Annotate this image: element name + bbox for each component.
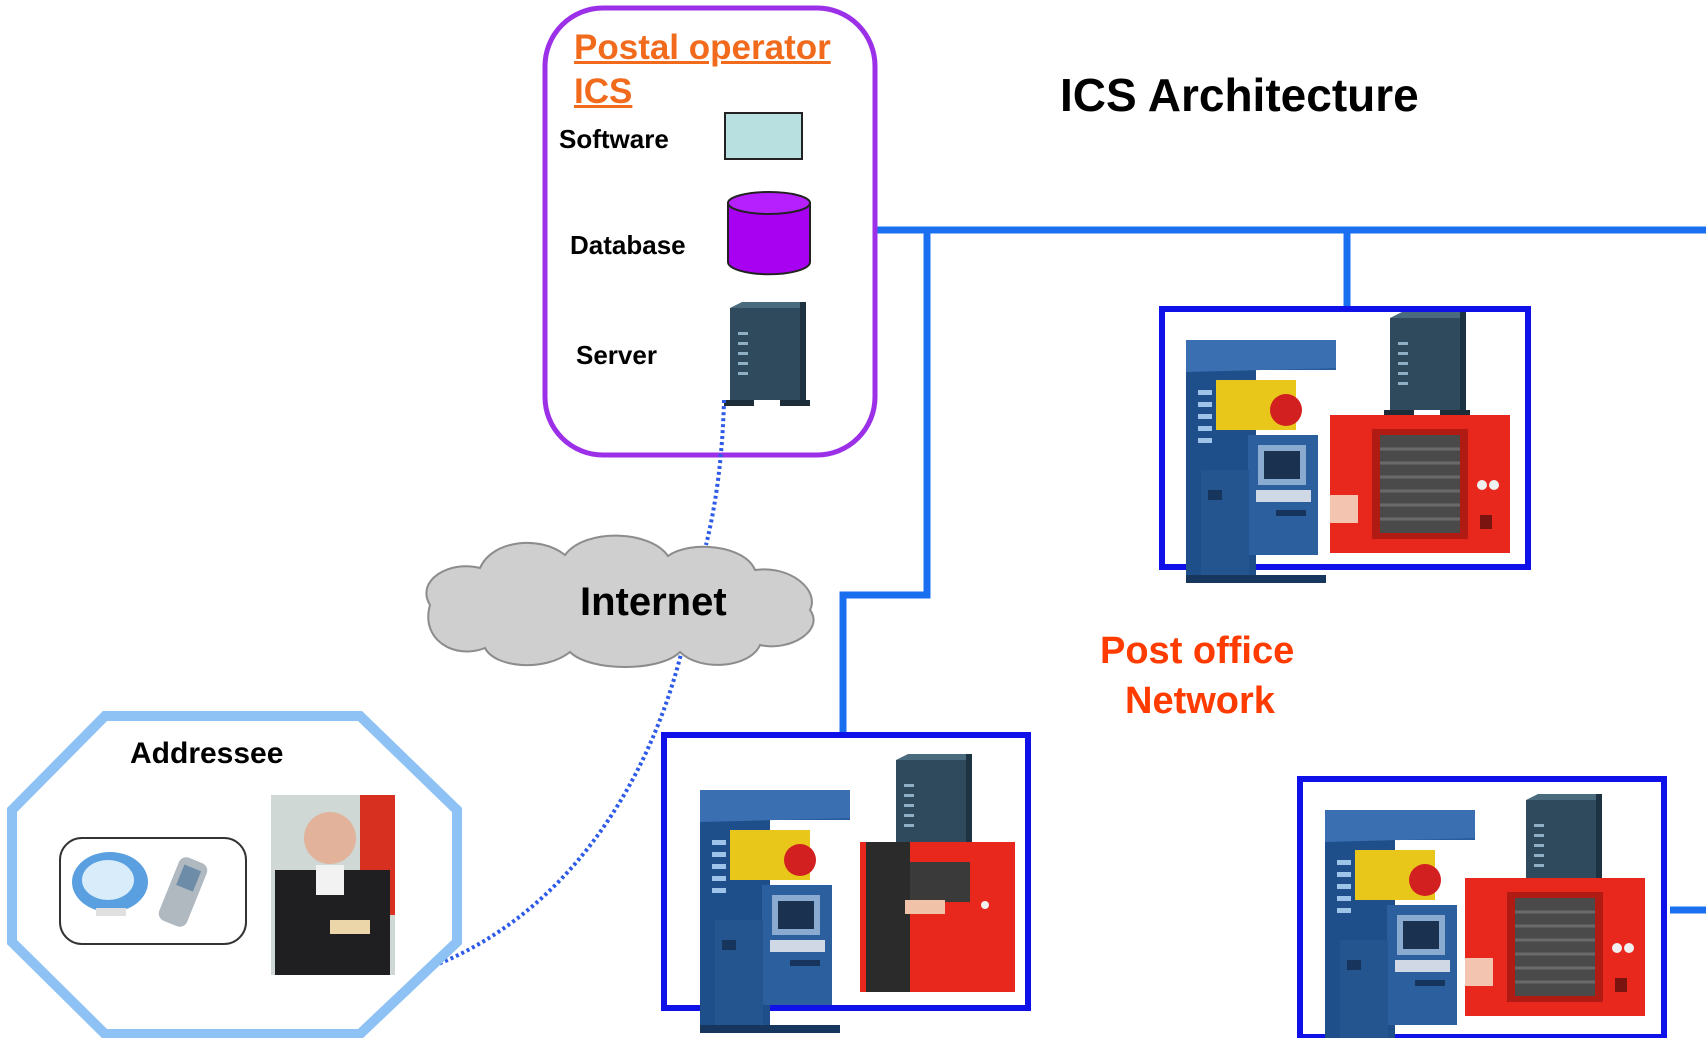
- addressee-label: Addressee: [130, 737, 284, 770]
- branch-to-left-terminal: [839, 230, 931, 735]
- terminal-top: [1159, 306, 1531, 583]
- post-office-network-label-line1: Post office: [1100, 630, 1295, 672]
- network-lines: [839, 226, 1706, 914]
- postal-operator-heading-ics: ICS: [574, 72, 633, 111]
- dotted-link-server-internet: [704, 399, 726, 546]
- post-office-network-label-line2: Network: [1125, 680, 1275, 722]
- terminal-bottom-right: [1297, 776, 1667, 1038]
- internet-cloud: [425, 534, 815, 668]
- diagram-title: ICS Architecture: [1060, 69, 1419, 121]
- server-icon: [1384, 312, 1470, 416]
- database-label: Database: [570, 230, 686, 260]
- mailbox-with-person-icon: [860, 842, 1015, 992]
- server-label: Server: [576, 340, 657, 370]
- postal-operator-heading: Postal operator: [574, 28, 831, 67]
- internet-label: Internet: [580, 580, 727, 624]
- mailbox-icon: [1463, 876, 1647, 1018]
- database-icon: [727, 191, 811, 276]
- terminal-bottom-left: [661, 732, 1031, 1033]
- software-label: Software: [559, 124, 669, 154]
- software-icon: [724, 112, 803, 160]
- computer-icon: [72, 852, 148, 916]
- server-icon: [724, 302, 810, 406]
- mailbox-icon: [1328, 413, 1512, 555]
- mobile-phone-icon: [158, 857, 208, 927]
- addressee-photo: [271, 795, 395, 975]
